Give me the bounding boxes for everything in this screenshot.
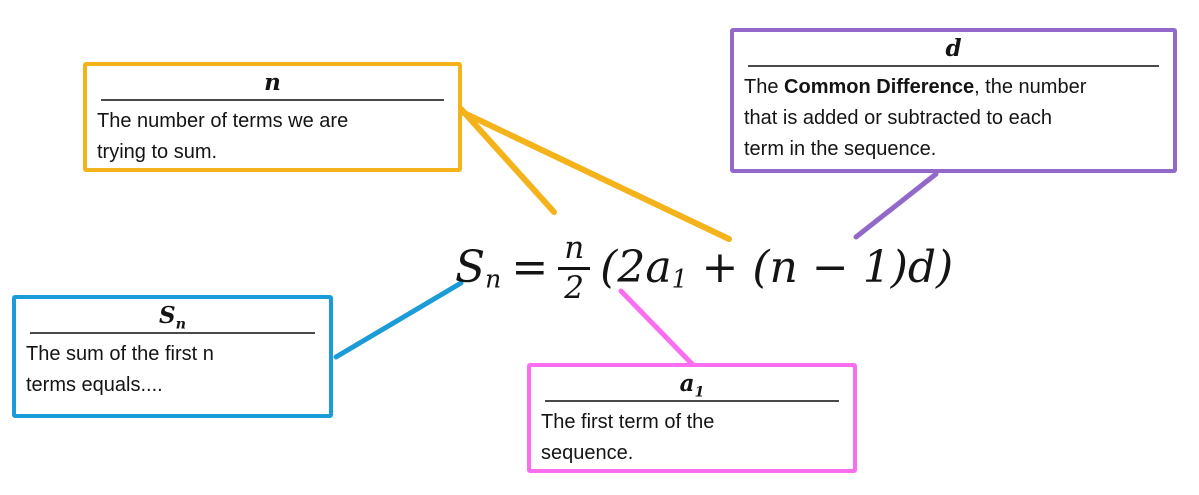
sn-main: S — [159, 302, 176, 329]
formula-rhs: (2a1 + (n − 1)d) — [600, 246, 953, 292]
callout-title-sn: Sn — [30, 302, 315, 334]
body-line: The number of terms we are — [97, 109, 349, 132]
callout-title-a1: a1 — [545, 370, 839, 402]
callout-title-n: n — [101, 69, 444, 101]
callout-box-sn: Sn The sum of the first n terms equals..… — [12, 295, 333, 418]
body-line: term in the sequence. — [744, 137, 937, 160]
formula-a-subscript: 1 — [671, 264, 688, 294]
sn-symbol: Sn — [159, 302, 186, 332]
common-difference-emphasis: Common Difference — [784, 75, 975, 98]
body-line: trying to sum. — [97, 140, 218, 163]
formula-s-subscript: n — [485, 264, 502, 294]
callout-body-sn: The sum of the first n terms equals.... — [26, 339, 319, 401]
a1-symbol: a1 — [679, 370, 705, 400]
a1-subscript: 1 — [694, 384, 705, 401]
connector-line-n-to-numerator — [458, 106, 557, 215]
n-symbol: n — [264, 69, 281, 96]
callout-title-d: d — [748, 35, 1159, 67]
body-text: , the number — [974, 75, 1087, 98]
fraction-numerator: n — [564, 229, 585, 266]
connector-line-sn — [333, 280, 464, 360]
formula-sn-symbol: Sn — [455, 246, 501, 292]
body-line: that is added or subtracted to each — [744, 106, 1052, 129]
callout-body-n: The number of terms we are trying to sum… — [97, 106, 448, 168]
body-line: The first term of the — [541, 410, 715, 433]
fraction-bar — [558, 266, 591, 270]
fraction-denominator: 2 — [564, 269, 585, 306]
formula-equals-sign: = — [511, 242, 549, 293]
formula: Sn = n 2 (2a1 + (n − 1)d) — [455, 218, 953, 318]
body-line: terms equals.... — [26, 373, 163, 396]
sn-subscript: n — [175, 316, 186, 333]
callout-box-n: n The number of terms we are trying to s… — [83, 62, 462, 172]
formula-fraction: n 2 — [558, 229, 591, 306]
body-line: sequence. — [541, 441, 634, 464]
formula-rhs-pre: (2a — [600, 242, 672, 293]
formula-rhs-post: + (n − 1)d) — [687, 242, 954, 293]
formula-s: S — [455, 242, 486, 293]
callout-body-d: The Common Difference, the number that i… — [744, 72, 1163, 165]
d-symbol: d — [945, 35, 962, 62]
body-line: The Common Difference, the number — [744, 72, 1163, 103]
callout-body-a1: The first term of the sequence. — [541, 407, 843, 469]
callout-box-d: d The Common Difference, the number that… — [730, 28, 1177, 173]
body-text: The — [744, 75, 785, 98]
a1-main: a — [679, 370, 695, 397]
body-line: The sum of the first n — [26, 342, 214, 365]
callout-box-a1: a1 The first term of the sequence. — [527, 363, 857, 473]
